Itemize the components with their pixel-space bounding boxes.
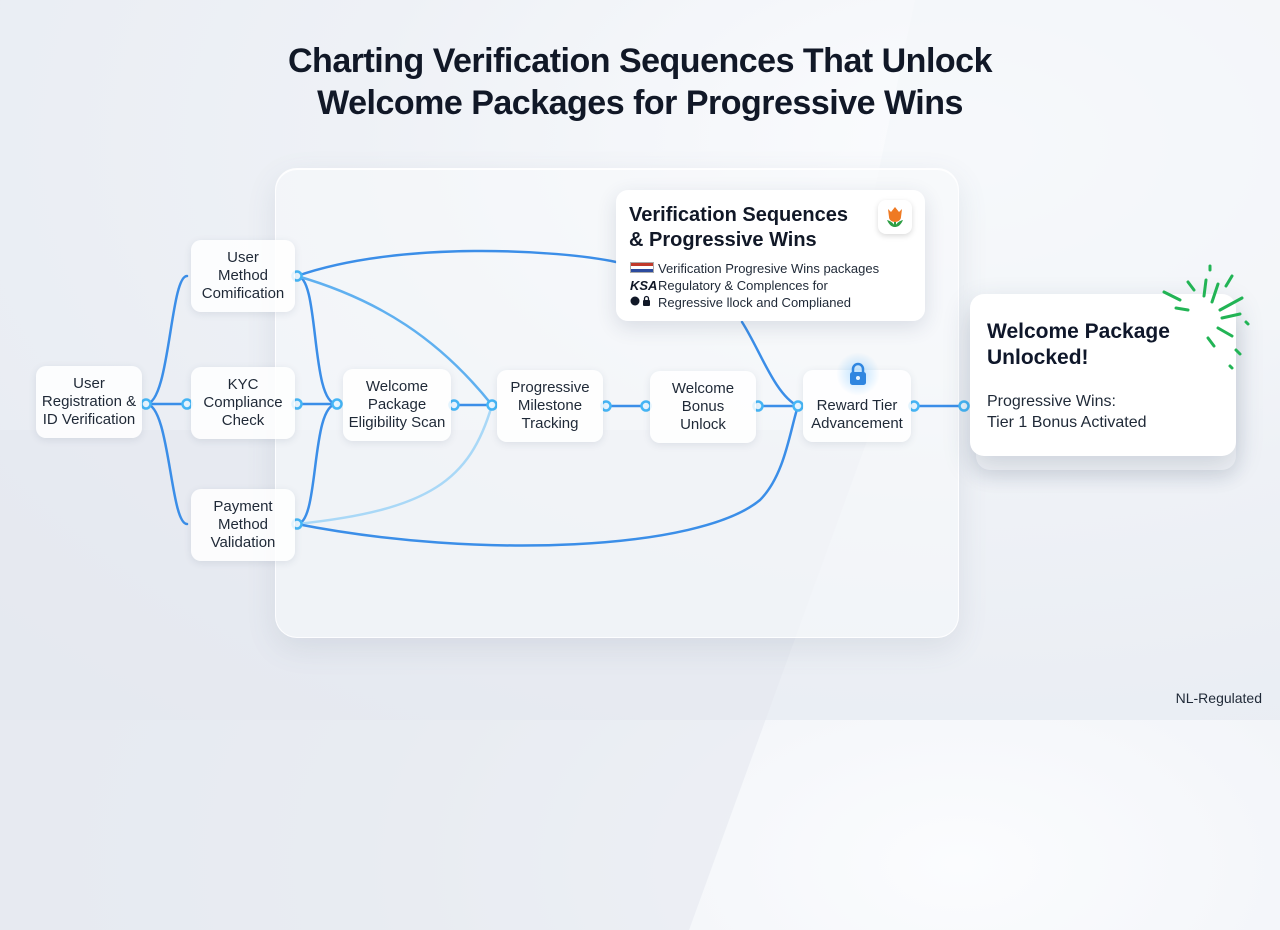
page-title: Charting Verification Sequences That Unl… — [288, 42, 993, 122]
result-card-title: Welcome Package Unlocked! — [987, 320, 1170, 369]
info-card: Verification Sequences & Progressive Win… — [616, 190, 925, 321]
connector-dot — [140, 398, 152, 410]
confetti-icon — [1162, 264, 1250, 370]
shield-lock-icon — [630, 295, 652, 310]
info-row: KSA Regulatory & Complences for — [630, 278, 828, 293]
info-card-title: Verification Sequences & Progressive Win… — [629, 204, 848, 251]
connector — [144, 274, 189, 406]
tulip-icon — [878, 200, 912, 234]
result-card: Welcome Package Unlocked! Progressive Wi… — [970, 294, 1236, 456]
connector-dot — [958, 400, 970, 412]
ksa-badge: KSA — [630, 278, 658, 293]
lock-icon — [850, 362, 866, 385]
result-card-body: Progressive Wins: Tier 1 Bonus Activated — [987, 393, 1147, 431]
info-row: Regressive llock and Complianed — [630, 295, 851, 310]
flag-icon — [630, 261, 654, 276]
info-row: Verification Progresive Wins packages — [630, 261, 879, 276]
footer-label: NL-Regulated — [1175, 690, 1262, 706]
